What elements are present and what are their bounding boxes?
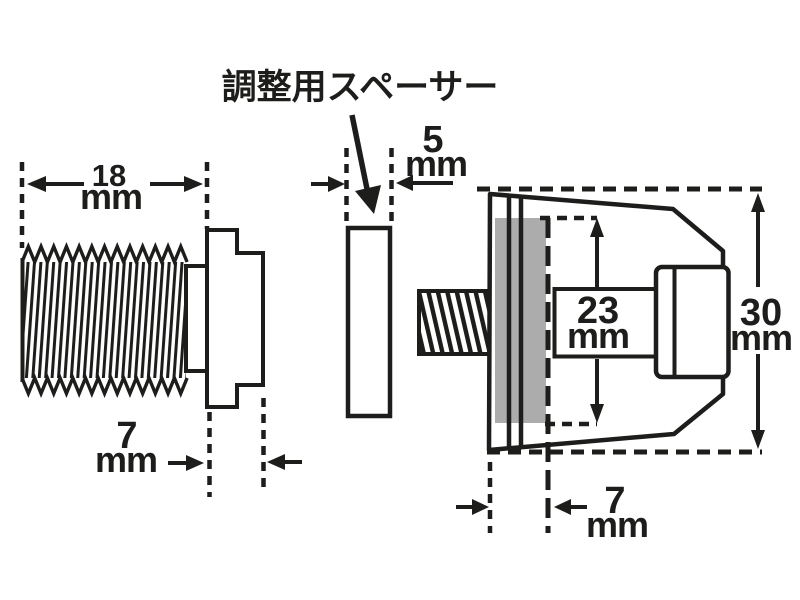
arrow-left-icon <box>267 454 285 470</box>
spacer-side-view <box>344 148 394 419</box>
arrow-down-icon <box>751 430 765 449</box>
dim-18-unit: mm <box>80 176 142 217</box>
arrow-left-icon <box>27 176 46 192</box>
arrow-down-icon <box>590 404 604 423</box>
dim-5-unit: mm <box>405 143 467 184</box>
bolt-side-view <box>19 162 265 409</box>
dim-7-value: 7 <box>116 415 137 457</box>
callout-arrow-shaft <box>349 114 370 190</box>
arrow-left-icon <box>396 175 413 191</box>
arrow-right-icon <box>186 455 204 471</box>
stud-hatch <box>421 293 489 352</box>
dim-23-unit: mm <box>567 315 629 356</box>
callout-arrowhead-icon <box>355 185 381 214</box>
dim-18-value: 18 <box>92 158 126 193</box>
arrow-left-icon <box>554 499 571 515</box>
arrow-right-icon <box>328 176 345 192</box>
spacer-body <box>345 225 393 419</box>
dim-7-seat-value: 7 <box>604 480 625 522</box>
dim-7-seat-unit: mm <box>586 504 648 545</box>
arrow-up-icon <box>590 218 604 237</box>
thread-hatch <box>24 260 186 378</box>
dim-5-value: 5 <box>422 119 443 161</box>
dim-30mm-nut-height: 30 mm <box>730 193 793 449</box>
spacer-label: 調整用スペーサー <box>222 68 499 107</box>
thread-teeth-bottom <box>20 373 189 398</box>
dim-18mm-thread-length: 18 mm <box>27 158 203 217</box>
arrow-up-icon <box>751 193 765 212</box>
arrow-right-icon <box>184 176 203 192</box>
dim-7-unit: mm <box>95 439 157 480</box>
nut-end-cap <box>653 264 731 380</box>
bolt-head-profile <box>205 228 265 409</box>
thread-teeth-top <box>20 242 189 267</box>
dim-23-value: 23 <box>577 290 619 332</box>
spacer-callout: 調整用スペーサー <box>222 68 499 214</box>
arrow-right-icon <box>472 499 489 515</box>
dim-7mm-head-thickness: 7 mm <box>95 398 302 497</box>
dim-7mm-seat-depth: 7 mm <box>456 462 649 545</box>
dim-30-unit: mm <box>730 317 792 358</box>
dim-5mm-spacer-thickness: 5 mm <box>311 119 468 192</box>
dim-30-value: 30 <box>740 292 782 334</box>
nut-section-view <box>417 186 762 533</box>
bolt-shank <box>184 264 209 373</box>
dim-23mm-bore-depth: 23 mm <box>567 218 630 423</box>
